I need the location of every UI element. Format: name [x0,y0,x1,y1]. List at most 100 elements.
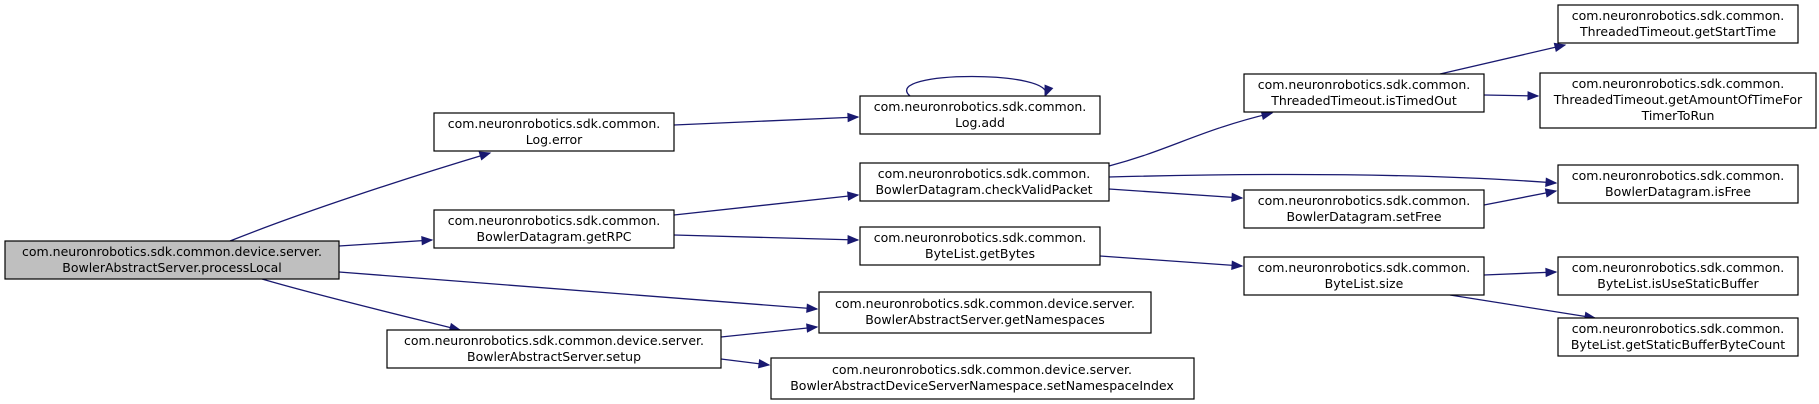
node-set-free-line2: BowlerDatagram.setFree [1286,209,1441,224]
edge-line [1108,188,1243,199]
edge-line [1439,44,1566,75]
edge-getRPC-to-getBytes [673,234,860,245]
edge-processLocal-to-getRPC [338,235,434,247]
node-set-free[interactable]: com.neuronrobotics.sdk.common. BowlerDat… [1243,189,1485,229]
node-setup-line2: BowlerAbstractServer.setup [467,349,641,364]
edge-arrowhead [421,235,434,246]
node-get-amount-of-time-line1: com.neuronrobotics.sdk.common. [1572,76,1785,91]
edge-checkValidPacket-to-isTimedOut [1108,110,1274,167]
edge-size-to-isUseStaticBuffer [1483,267,1558,278]
node-get-bytes-line1: com.neuronrobotics.sdk.common. [874,230,1087,245]
node-log-add-line1: com.neuronrobotics.sdk.common. [874,99,1087,114]
node-get-amount-of-time-line2: ThreadedTimeout.getAmountOfTimeFor [1553,92,1803,107]
node-set-namespace-index-line2: BowlerAbstractDeviceServerNamespace.setN… [790,378,1174,393]
node-set-namespace-index-line1: com.neuronrobotics.sdk.common.device.ser… [832,362,1132,377]
edge-logAdd-to-logAdd [906,75,1054,98]
edge-arrowhead [847,234,860,245]
edge-line [720,326,818,338]
node-set-free-line1: com.neuronrobotics.sdk.common. [1258,193,1471,208]
node-log-error-line2: Log.error [526,132,583,147]
edge-arrowhead [1545,177,1558,187]
node-is-use-static-buffer[interactable]: com.neuronrobotics.sdk.common. ByteList.… [1557,256,1799,296]
edge-line [1483,190,1557,206]
node-setup[interactable]: com.neuronrobotics.sdk.common.device.ser… [386,329,722,369]
node-is-free[interactable]: com.neuronrobotics.sdk.common. BowlerDat… [1557,164,1799,204]
edge-isTimedOut-to-getStartTime [1439,42,1567,75]
node-get-bytes-line2: ByteList.getBytes [925,246,1035,261]
edge-setFree-to-isFree [1483,188,1558,206]
node-get-start-time-line1: com.neuronrobotics.sdk.common. [1572,8,1785,23]
node-get-rpc-line1: com.neuronrobotics.sdk.common. [448,213,661,228]
node-log-error[interactable]: com.neuronrobotics.sdk.common. Log.error [433,112,675,152]
edge-logError-to-logAdd [673,112,860,126]
edge-setup-to-setNamespaceIndex [720,358,771,369]
edge-line [261,278,461,331]
node-process-local-line2: BowlerAbstractServer.processLocal [62,260,281,275]
edge-line [1483,271,1557,276]
node-is-use-static-buffer-line2: ByteList.isUseStaticBuffer [1597,276,1759,291]
node-is-timed-out[interactable]: com.neuronrobotics.sdk.common. ThreadedT… [1243,73,1485,113]
edge-setup-to-getNamespaces [720,323,819,338]
node-get-amount-of-time-line3: TimerToRun [1641,108,1715,123]
node-size[interactable]: com.neuronrobotics.sdk.common. ByteList.… [1243,256,1485,296]
edge-size-to-getStaticBufferByteCount [1449,294,1597,322]
node-process-local-line1: com.neuronrobotics.sdk.common.device.ser… [22,244,322,259]
edge-processLocal-to-getNamespaces [338,271,819,313]
edge-arrowhead [478,151,492,161]
edge-arrowhead [847,112,860,123]
node-set-namespace-index[interactable]: com.neuronrobotics.sdk.common.device.ser… [770,357,1195,400]
node-get-namespaces-line2: BowlerAbstractServer.getNamespaces [865,312,1105,327]
edge-arrowhead [847,191,860,201]
edge-arrowhead [806,323,819,333]
edge-line [673,194,859,216]
nodes-layer: com.neuronrobotics.sdk.common.device.ser… [4,4,1817,400]
node-get-bytes[interactable]: com.neuronrobotics.sdk.common. ByteList.… [859,226,1101,266]
node-check-valid-packet-line1: com.neuronrobotics.sdk.common. [878,166,1091,181]
edge-getBytes-to-size [1099,255,1244,270]
node-process-local[interactable]: com.neuronrobotics.sdk.common.device.ser… [4,240,340,280]
node-get-rpc[interactable]: com.neuronrobotics.sdk.common. BowlerDat… [433,209,675,249]
edge-line [673,116,859,126]
node-size-line2: ByteList.size [1325,276,1404,291]
node-get-start-time[interactable]: com.neuronrobotics.sdk.common. ThreadedT… [1557,4,1799,44]
edge-checkValidPacket-to-isFree [1108,173,1558,187]
node-is-free-line2: BowlerDatagram.isFree [1605,184,1751,199]
edge-line [1099,255,1243,267]
node-log-add[interactable]: com.neuronrobotics.sdk.common. Log.add [859,95,1101,135]
node-get-rpc-line2: BowlerDatagram.getRPC [477,229,632,244]
node-log-error-line1: com.neuronrobotics.sdk.common. [448,116,661,131]
node-check-valid-packet[interactable]: com.neuronrobotics.sdk.common. BowlerDat… [859,162,1110,202]
node-get-static-buffer-byte-count-line1: com.neuronrobotics.sdk.common. [1572,321,1785,336]
node-is-free-line1: com.neuronrobotics.sdk.common. [1572,168,1785,183]
edge-isTimedOut-to-getAmountOfTime [1483,91,1540,101]
node-is-timed-out-line1: com.neuronrobotics.sdk.common. [1258,77,1471,92]
node-get-namespaces[interactable]: com.neuronrobotics.sdk.common.device.ser… [818,291,1152,334]
node-get-static-buffer-byte-count-line2: ByteList.getStaticBufferByteCount [1571,337,1785,352]
edge-processLocal-to-setup [261,278,462,333]
node-get-start-time-line2: ThreadedTimeout.getStartTime [1579,24,1776,39]
edge-arrowhead [1553,42,1567,52]
edge-line [1449,294,1596,319]
node-get-amount-of-time[interactable]: com.neuronrobotics.sdk.common. ThreadedT… [1539,72,1817,129]
node-check-valid-packet-line2: BowlerDatagram.checkValidPacket [875,182,1092,197]
edge-arrowhead [1545,267,1558,278]
edge-arrowhead [1231,260,1244,270]
edge-arrowhead [1544,188,1558,198]
node-get-namespaces-line1: com.neuronrobotics.sdk.common.device.ser… [835,296,1135,311]
edge-checkValidPacket-to-setFree [1108,188,1244,203]
edge-processLocal-to-logError [229,151,492,242]
edge-getRPC-to-checkValidPacket [673,191,860,216]
edge-arrowhead [1231,192,1244,203]
edge-line [673,234,859,241]
node-get-static-buffer-byte-count[interactable]: com.neuronrobotics.sdk.common. ByteList.… [1557,317,1799,357]
edge-line [1108,112,1273,167]
node-is-timed-out-line2: ThreadedTimeout.isTimedOut [1270,93,1457,108]
node-is-use-static-buffer-line1: com.neuronrobotics.sdk.common. [1572,260,1785,275]
edge-arrowhead [1044,84,1054,98]
edge-line [229,152,491,242]
node-size-line1: com.neuronrobotics.sdk.common. [1258,260,1471,275]
node-log-add-line2: Log.add [955,115,1005,130]
edge-arrowhead [806,303,819,313]
edge-line [906,75,1047,97]
